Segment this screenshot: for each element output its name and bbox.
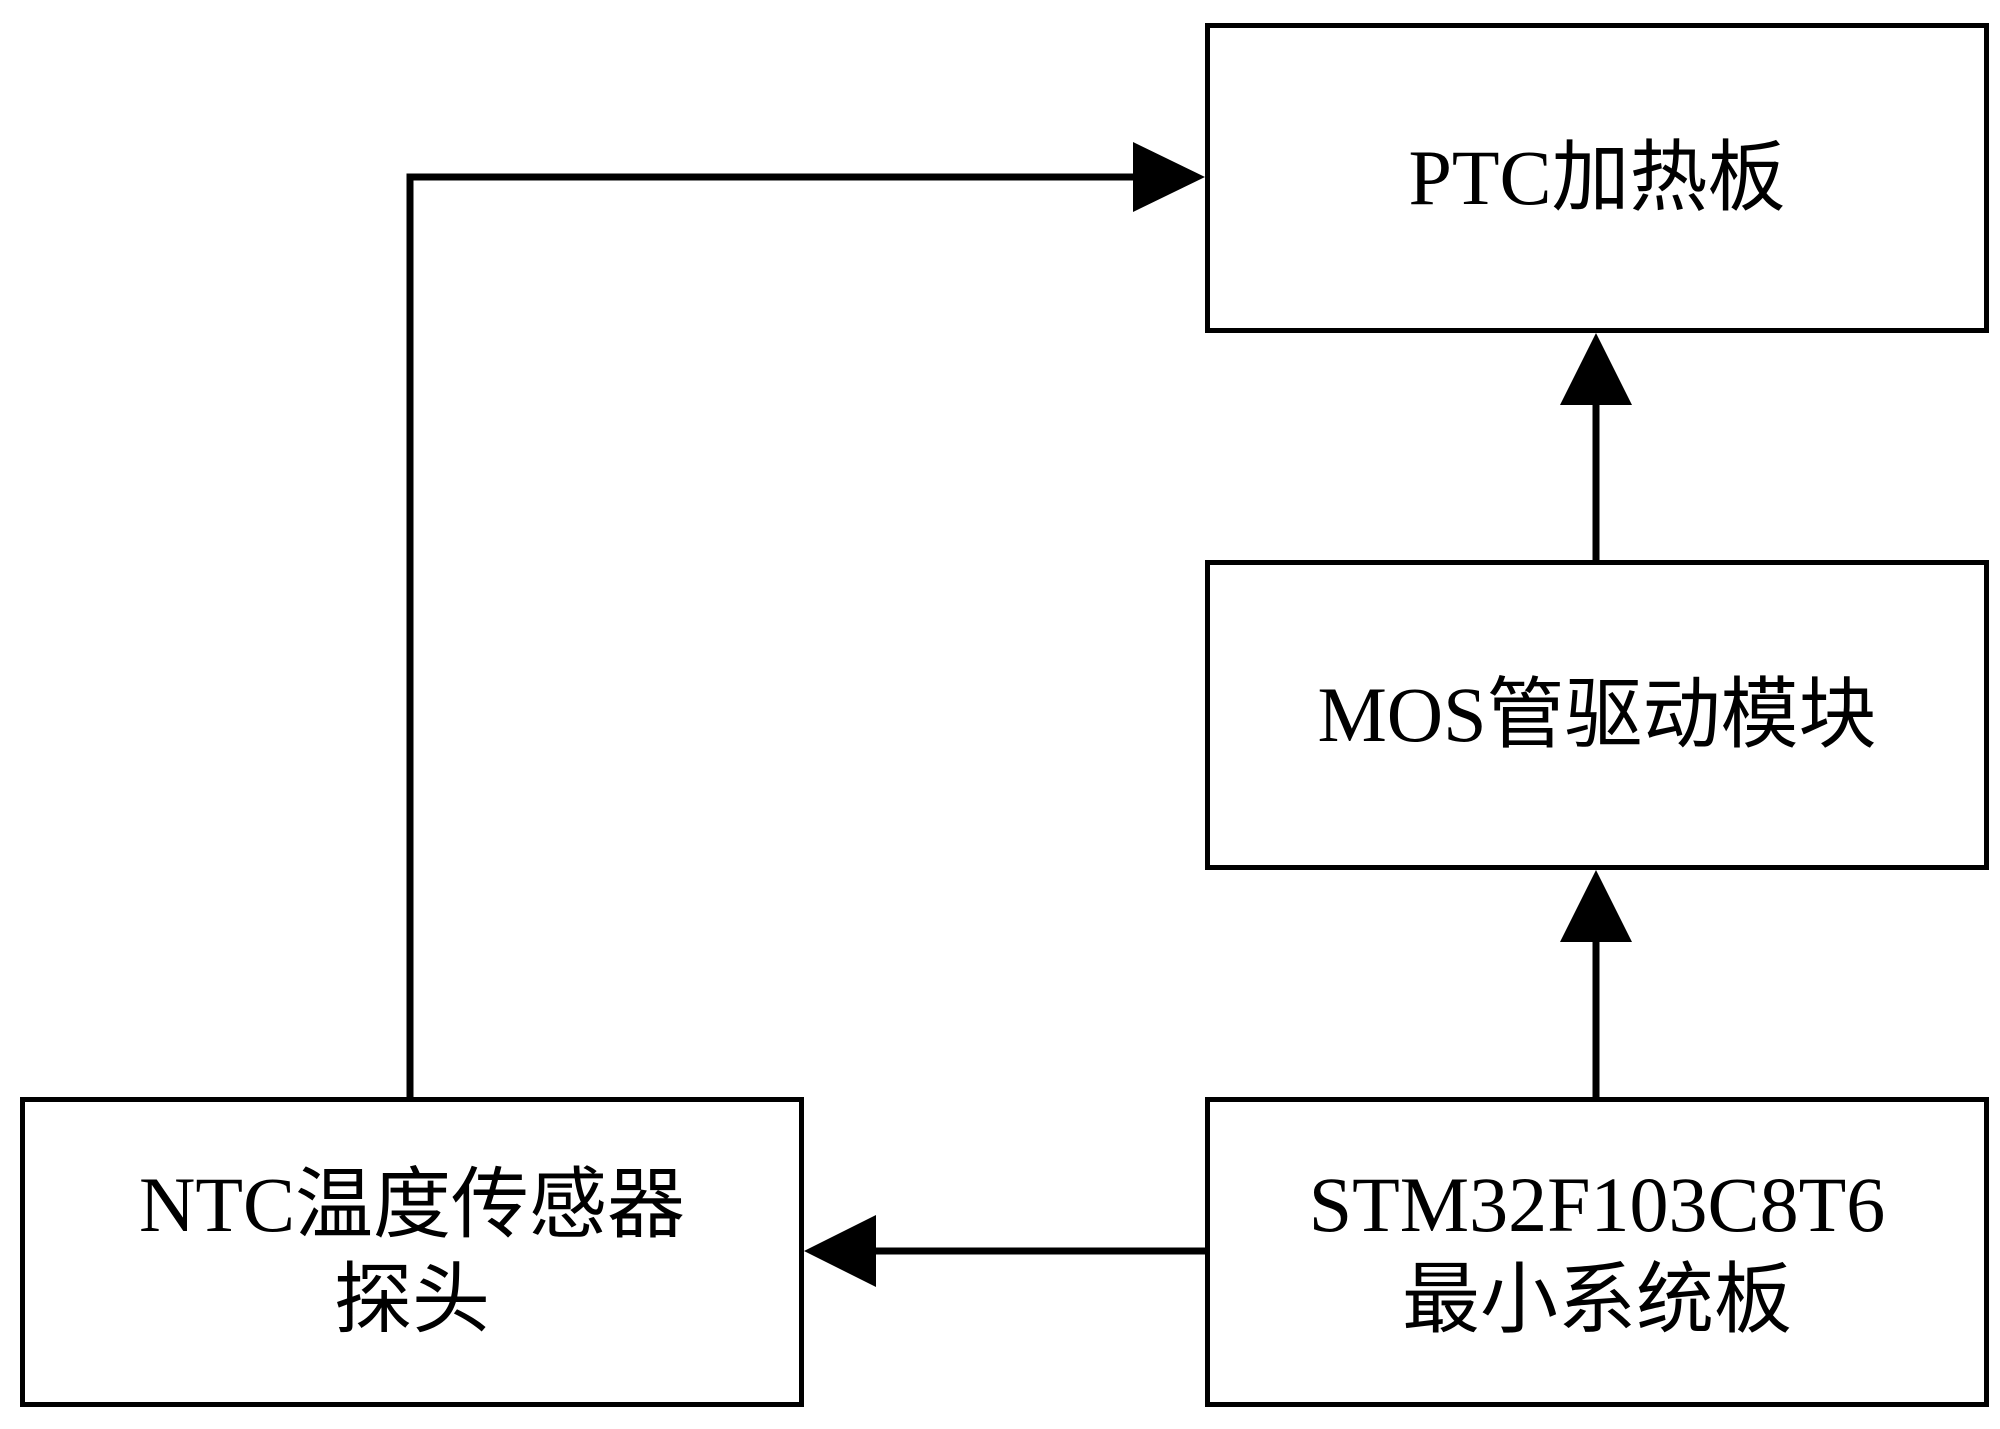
ntc-sensor-label-line1: NTC温度传感器: [138, 1160, 685, 1248]
ntc-sensor-label-line2: 探头: [333, 1256, 490, 1343]
ptc-bottom-arrowhead: [1560, 333, 1632, 405]
mos-driver-box: MOS管驱动模块: [1205, 560, 1989, 870]
ptc-input-arrowhead: [1133, 142, 1205, 212]
ntc-sensor-box: NTC温度传感器 探头: [20, 1097, 804, 1407]
ntc-input-arrowhead: [804, 1215, 876, 1287]
ptc-heater-label: PTC加热板: [1408, 134, 1786, 222]
mos-bottom-arrowhead: [1560, 870, 1632, 942]
stm32-board-box: STM32F103C8T6 最小系统板: [1205, 1097, 1989, 1407]
stm32-board-label-line1: STM32F103C8T6: [1308, 1160, 1886, 1248]
mos-driver-label: MOS管驱动模块: [1317, 671, 1877, 759]
ntc-to-ptc-connector: [406, 173, 1140, 1097]
stm32-board-label-line2: 最小系统板: [1401, 1256, 1792, 1343]
ptc-heater-box: PTC加热板: [1205, 23, 1989, 333]
